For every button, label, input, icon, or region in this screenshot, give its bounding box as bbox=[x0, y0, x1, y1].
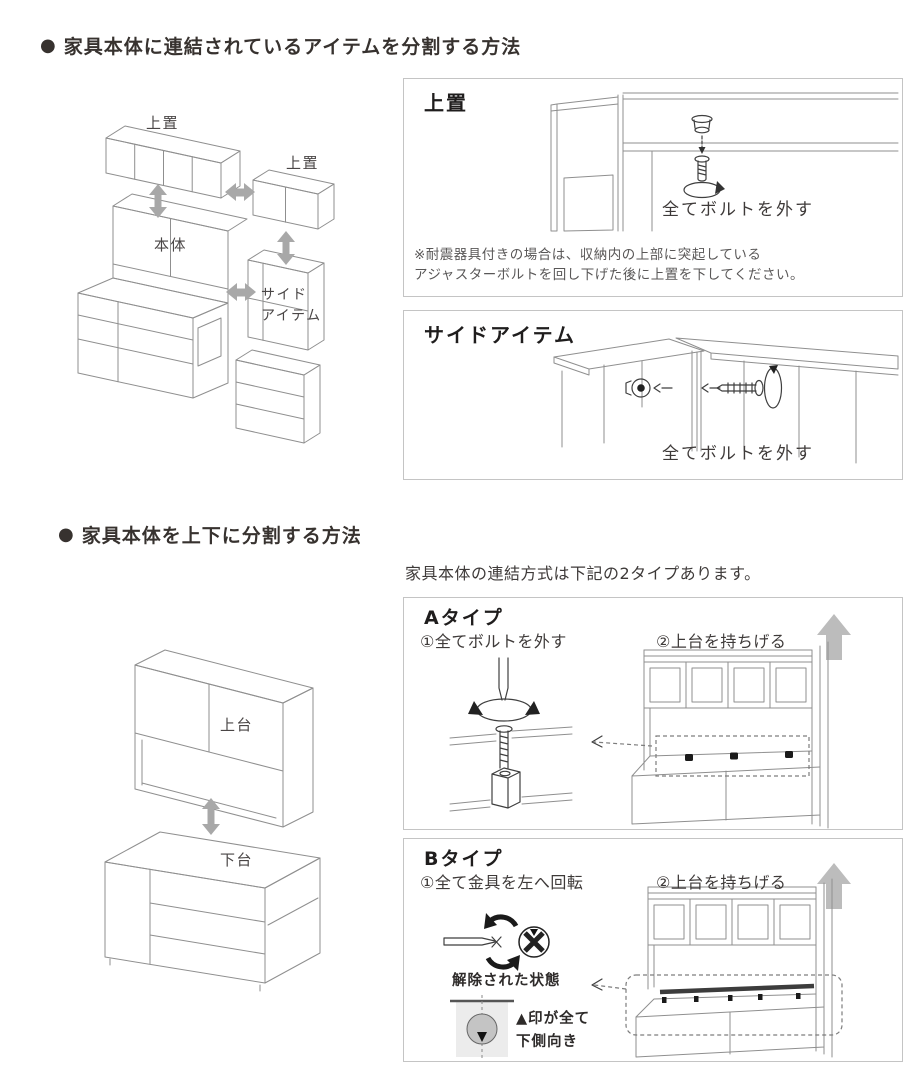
label-main-body: 本体 bbox=[154, 236, 188, 254]
dashed-callout-rect bbox=[655, 735, 810, 777]
cam-lock-icon bbox=[518, 926, 550, 958]
type-b-title: Bタイプ bbox=[424, 848, 504, 870]
type-a-box-art bbox=[449, 614, 851, 829]
dashed-callout-line bbox=[593, 741, 653, 747]
upper-lower-split-figure: 上台 下台 bbox=[70, 615, 400, 1065]
fastener-icon bbox=[691, 114, 713, 134]
label-side-item-line1: サイド bbox=[261, 287, 308, 303]
type-b-step1: ①全て金具を左へ回転 bbox=[420, 873, 584, 892]
type-b-box: Bタイプ ①全て金具を左へ回転 ②上台を持ちげる 解除された状態 ▲印が全て 下… bbox=[403, 838, 903, 1062]
section1-heading: ● 家具本体に連結されているアイテムを分割する方法 bbox=[40, 32, 521, 59]
upper-lower-figure-art bbox=[104, 649, 321, 992]
nut-block-icon bbox=[491, 767, 521, 809]
type-a-step2: ②上台を持ちげる bbox=[656, 632, 787, 651]
type-intro-text: 家具本体の連結方式は下記の2タイプあります。 bbox=[405, 564, 761, 583]
left-arrow-icon bbox=[701, 383, 721, 393]
furniture-line-art bbox=[77, 125, 335, 444]
bullet-icon: ● bbox=[58, 523, 75, 545]
side-item-box: サイドアイテム 全てボルトを外す bbox=[403, 310, 903, 480]
callout-arrowhead-icon bbox=[591, 735, 603, 748]
label-upper-unit: 上台 bbox=[220, 716, 254, 734]
type-b-step2: ②上台を持ちげる bbox=[656, 873, 787, 892]
side-item-box-art bbox=[553, 337, 899, 464]
dashed-callout-rect bbox=[625, 974, 843, 1036]
section2-heading-text: 家具本体を上下に分割する方法 bbox=[81, 525, 362, 547]
cam-mark-icon bbox=[662, 993, 801, 1003]
left-arrow-icon bbox=[653, 383, 673, 393]
type-a-box: Aタイプ ①全てボルトを外す ②上台を持ちげる bbox=[403, 597, 903, 830]
side-item-caption: 全てボルトを外す bbox=[662, 444, 814, 464]
released-state-label: 解除された状態 bbox=[452, 973, 561, 989]
split-items-figure-art bbox=[77, 125, 335, 444]
label-lower-unit: 下台 bbox=[220, 851, 254, 869]
type-a-title: Aタイプ bbox=[424, 607, 504, 629]
rotation-arrow-icon bbox=[763, 365, 783, 409]
mark-note-line2: 下側向き bbox=[516, 1034, 578, 1050]
screwdriver-icon bbox=[498, 657, 509, 701]
section2-heading: ● 家具本体を上下に分割する方法 bbox=[58, 521, 362, 548]
bolt-icon bbox=[716, 379, 764, 397]
double-arrow-icon bbox=[202, 798, 220, 835]
seismic-note-line2: アジャスターボルトを回し下げた後に上置を下してください。 bbox=[414, 267, 804, 284]
side-item-box-title: サイドアイテム bbox=[424, 323, 576, 347]
double-arrow-icon bbox=[225, 183, 255, 201]
callout-arrowhead-icon bbox=[591, 978, 603, 991]
cabinet-joint-line-art bbox=[553, 337, 899, 464]
rotation-arrow-icon bbox=[484, 913, 520, 971]
label-top-unit-left: 上置 bbox=[146, 114, 180, 132]
seismic-note-line1: ※耐震器具付きの場合は、収納内の上部に突起している bbox=[414, 247, 762, 263]
top-unit-box-art bbox=[550, 92, 899, 232]
top-unit-box-title: 上置 bbox=[424, 91, 468, 115]
rotation-arrow-icon bbox=[683, 181, 725, 199]
cabinet-line-art bbox=[631, 641, 829, 829]
top-unit-caption: 全てボルトを外す bbox=[662, 200, 814, 220]
label-side-item-line2: アイテム bbox=[261, 308, 322, 324]
anchor-bolt-icon bbox=[685, 751, 793, 761]
double-arrow-icon bbox=[226, 283, 256, 301]
released-cam-icon bbox=[450, 995, 514, 1061]
up-arrow-icon bbox=[817, 863, 851, 909]
section1-heading-text: 家具本体に連結されているアイテムを分割する方法 bbox=[63, 36, 522, 58]
cabinet-corner-line-art bbox=[550, 92, 899, 232]
cabinet-line-art bbox=[635, 878, 833, 1058]
bolt-icon bbox=[495, 725, 513, 769]
bullet-icon: ● bbox=[40, 34, 57, 56]
seismic-note: ※耐震器具付きの場合は、収納内の上部に突起している アジャスターボルトを回し下げ… bbox=[414, 245, 804, 286]
type-a-step1: ①全てボルトを外す bbox=[420, 632, 567, 651]
double-arrow-icon bbox=[277, 231, 295, 265]
double-arrow-icon bbox=[149, 184, 167, 218]
cam-lock-icon bbox=[625, 378, 651, 398]
bolt-icon bbox=[694, 155, 710, 182]
furniture-line-art bbox=[104, 649, 321, 992]
top-unit-box: 上置 全てボルトを外す ※耐震器具付きの場合は、収納内の上部に突起している アジ… bbox=[403, 78, 903, 297]
mark-note-line1: ▲印が全て bbox=[516, 1011, 591, 1027]
split-items-figure: 上置 本体 上置 サイド アイテム bbox=[58, 88, 403, 503]
dashed-callout-line bbox=[593, 984, 627, 990]
type-b-box-art bbox=[443, 863, 851, 1061]
label-top-unit-right: 上置 bbox=[286, 154, 320, 172]
connector-rail bbox=[659, 983, 815, 995]
drop-arrowhead-icon bbox=[698, 147, 706, 154]
rotation-arrow-icon bbox=[468, 698, 540, 722]
shelf-board-lines bbox=[449, 726, 573, 812]
screwdriver-icon bbox=[443, 936, 502, 948]
up-arrow-icon bbox=[817, 614, 851, 660]
